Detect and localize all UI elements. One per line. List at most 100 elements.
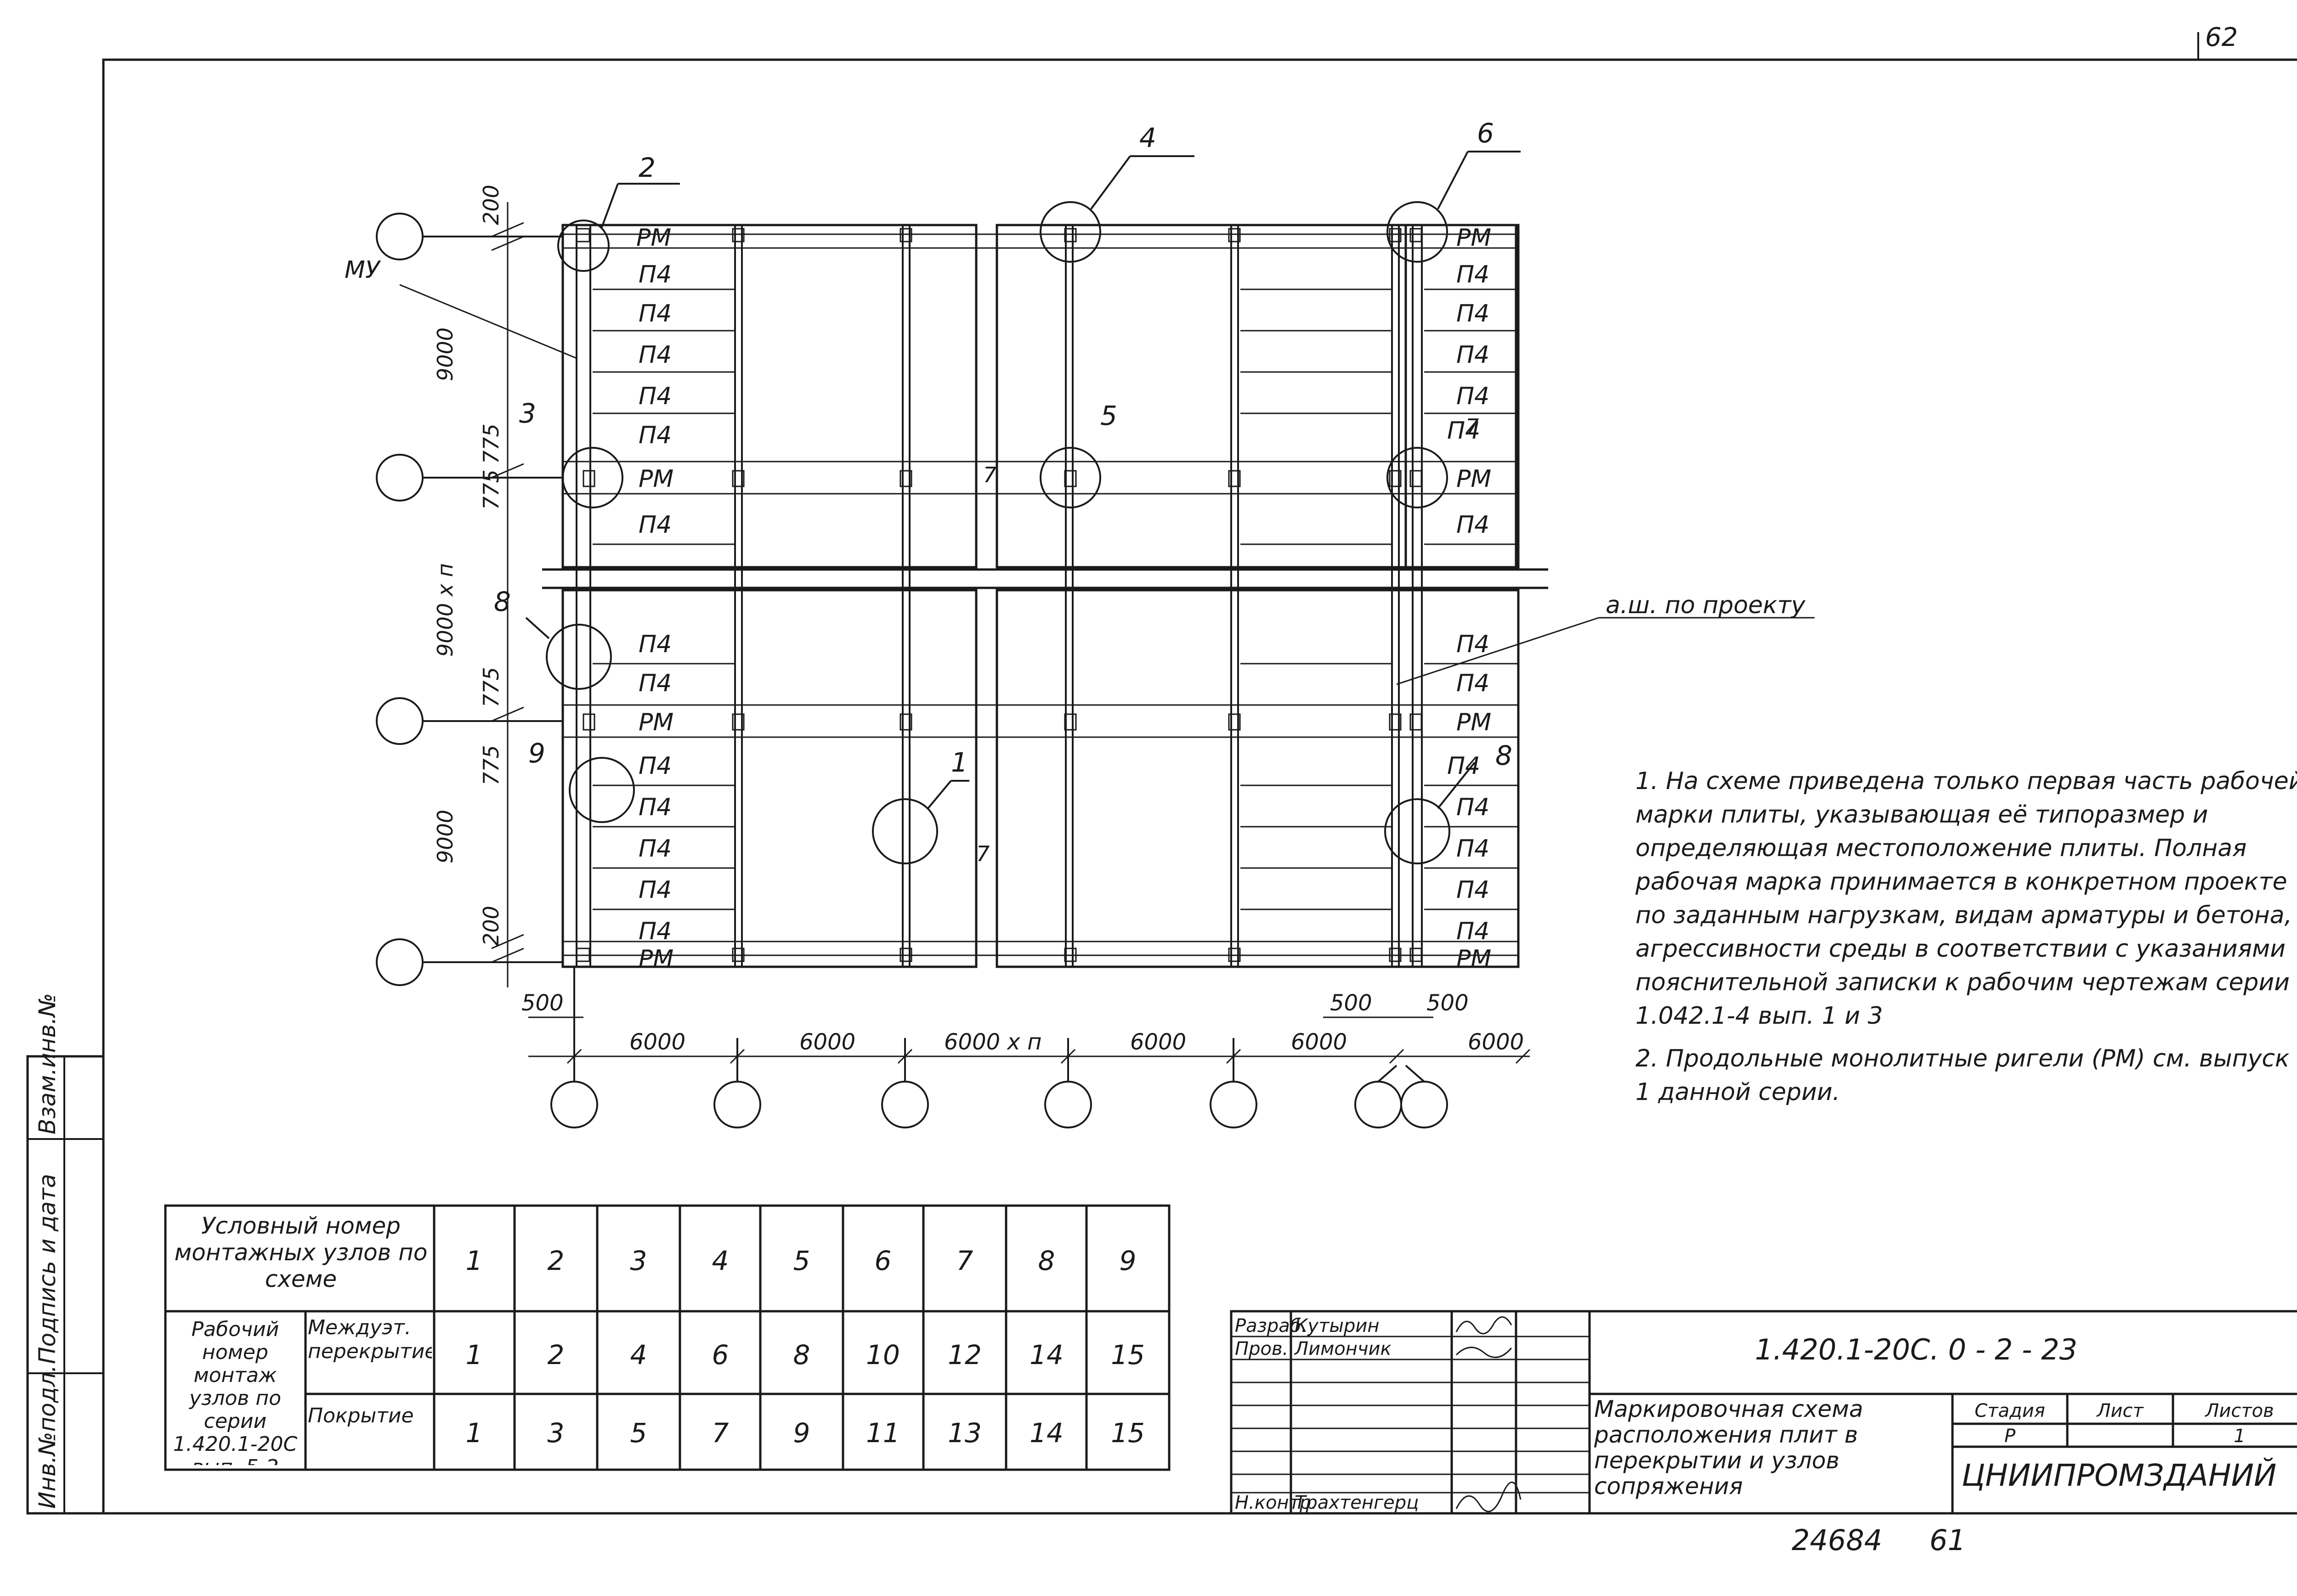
stamp-inv-label: Инв.№подл. — [34, 1365, 61, 1509]
svg-text:П4: П4 — [1456, 261, 1489, 288]
axis-note: а.ш. по проекту — [1606, 592, 1806, 619]
svg-text:РМ: РМ — [1456, 465, 1491, 493]
svg-text:П4: П4 — [1456, 383, 1489, 410]
svg-text:П4: П4 — [639, 631, 672, 658]
node-callout-3: 3 — [519, 398, 536, 429]
note-2: 2. Продольные монолитные ригели (РМ) см.… — [1635, 1045, 2297, 1106]
node-callout-9: 9 — [528, 738, 545, 769]
svg-text:П4: П4 — [1447, 752, 1480, 780]
svg-text:15: 15 — [1111, 1339, 1145, 1370]
sheet-frame — [102, 58, 2297, 1515]
svg-text:П4: П4 — [1447, 417, 1480, 445]
svg-text:5: 5 — [630, 1417, 647, 1449]
svg-text:8: 8 — [793, 1339, 810, 1370]
svg-text:9000: 9000 — [433, 810, 458, 863]
svg-text:500: 500 — [1330, 990, 1372, 1016]
svg-text:6000: 6000 — [629, 1029, 685, 1055]
node-callout-5: 5 — [1100, 400, 1117, 431]
svg-text:П4: П4 — [639, 422, 672, 449]
svg-text:П4: П4 — [1456, 670, 1489, 697]
svg-text:7: 7 — [712, 1417, 729, 1449]
svg-text:П4: П4 — [639, 794, 672, 821]
node-callout-4: 4 — [1139, 122, 1156, 153]
node-callout-6: 6 — [1477, 118, 1494, 149]
stage-header: Стадия — [1975, 1400, 2045, 1421]
node-callout-7: 7 — [1465, 414, 1479, 439]
sheet-title: Маркировочная схема расположения плит в … — [1594, 1396, 1863, 1500]
role-norm-control: Н.контр. — [1235, 1492, 1317, 1513]
svg-text:1: 1 — [466, 1245, 483, 1276]
svg-text:775: 775 — [479, 745, 504, 785]
svg-text:П4: П4 — [1456, 341, 1489, 369]
svg-text:РМ: РМ — [639, 945, 673, 973]
mu-label: МУ — [345, 256, 381, 284]
stage-value: Р — [2004, 1426, 2016, 1447]
svg-text:775: 775 — [479, 667, 504, 707]
svg-text:1: 1 — [466, 1417, 483, 1449]
svg-text:П4: П4 — [1456, 300, 1489, 327]
svg-text:200: 200 — [479, 906, 504, 946]
svg-text:10: 10 — [866, 1339, 900, 1370]
svg-text:П4: П4 — [1456, 631, 1489, 658]
svg-text:П4: П4 — [639, 752, 672, 780]
page-number: 61 — [1929, 1523, 1966, 1557]
svg-text:РМ: РМ — [636, 224, 671, 252]
svg-text:775: 775 — [479, 469, 504, 510]
svg-text:П4: П4 — [639, 261, 672, 288]
svg-text:П4: П4 — [1456, 794, 1489, 821]
svg-text:2: 2 — [548, 1245, 565, 1276]
svg-text:2: 2 — [548, 1339, 565, 1370]
node-callout-8b: 8 — [1495, 740, 1512, 771]
svg-text:9000 х п: 9000 х п — [433, 563, 458, 657]
svg-text:3: 3 — [630, 1245, 647, 1276]
svg-text:П4: П4 — [1456, 835, 1489, 863]
document-code: 1.420.1-20С. 0 - 2 - 23 — [1755, 1333, 2077, 1366]
svg-text:П4: П4 — [639, 511, 672, 539]
notes-block: 1. На схеме приведена только первая част… — [1635, 767, 2297, 1106]
floor-plan — [376, 151, 1815, 1128]
svg-text:П4: П4 — [1456, 511, 1489, 539]
svg-text:200: 200 — [479, 185, 504, 225]
svg-text:П4: П4 — [1456, 918, 1489, 945]
name-checker: Лимончик — [1294, 1338, 1392, 1359]
signature-developer — [1455, 1316, 1512, 1335]
sheet-corner-number: 62 — [2205, 23, 2238, 52]
svg-text:П4: П4 — [639, 835, 672, 863]
svg-text:6000 х п: 6000 х п — [944, 1029, 1041, 1055]
svg-text:П4: П4 — [639, 300, 672, 327]
svg-text:500: 500 — [521, 990, 564, 1016]
role-checker: Пров. — [1235, 1338, 1288, 1359]
break-mark-a: 7 — [983, 462, 996, 487]
svg-text:6000: 6000 — [1468, 1029, 1524, 1055]
row-roof-label: Покрытие — [308, 1404, 414, 1427]
svg-text:П4: П4 — [639, 876, 672, 904]
svg-text:9: 9 — [1120, 1245, 1137, 1276]
svg-text:9000: 9000 — [433, 327, 458, 381]
svg-text:7: 7 — [956, 1245, 973, 1276]
side-stamp: Инв.№подл. Подпись и дата Взам.инв.№ — [26, 993, 105, 1515]
signature-norm-control — [1455, 1481, 1522, 1512]
node-callout-1: 1 — [951, 747, 968, 778]
note-1: 1. На схеме приведена только первая част… — [1635, 767, 2297, 1030]
node-callout-2: 2 — [639, 152, 656, 183]
svg-text:П4: П4 — [1456, 876, 1489, 904]
svg-text:6: 6 — [712, 1339, 729, 1370]
organization: ЦНИИПРОМЗДАНИЙ — [1962, 1457, 2276, 1493]
table-header-label: Условный номер монтажных узлов по схеме — [174, 1213, 428, 1292]
sheets-value: 1 — [2234, 1426, 2245, 1447]
svg-text:П4: П4 — [639, 383, 672, 410]
svg-text:1: 1 — [466, 1339, 483, 1370]
node-table: Условный номер монтажных узлов по схеме … — [164, 1204, 1171, 1471]
svg-text:П4: П4 — [639, 918, 672, 945]
svg-text:РМ: РМ — [639, 465, 673, 493]
stamp-sign-label: Подпись и дата — [34, 1174, 61, 1364]
svg-text:500: 500 — [1426, 990, 1469, 1016]
table-group-label: Рабочий номер монтаж узлов по серии 1.42… — [173, 1318, 298, 1465]
break-mark-b: 7 — [976, 841, 990, 866]
role-developer: Разраб. — [1235, 1315, 1307, 1337]
svg-text:П4: П4 — [639, 341, 672, 369]
svg-text:5: 5 — [793, 1245, 810, 1276]
svg-text:3: 3 — [548, 1417, 565, 1449]
svg-text:4: 4 — [712, 1245, 729, 1276]
